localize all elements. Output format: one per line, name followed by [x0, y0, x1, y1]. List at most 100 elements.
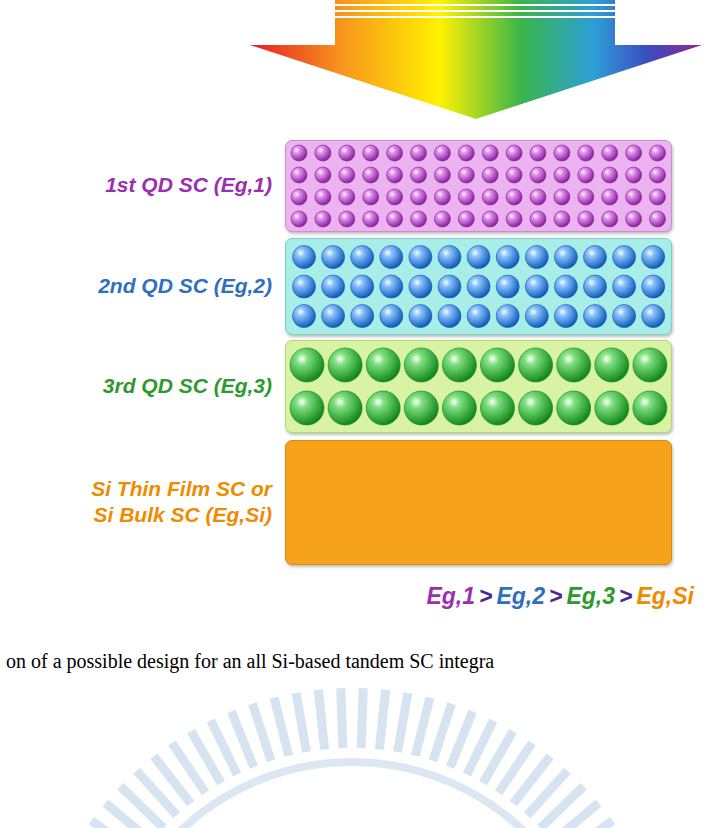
watermark-ray	[318, 690, 324, 750]
quantum-dot	[458, 167, 474, 183]
rule-line	[436, 630, 704, 632]
quantum-dot	[467, 304, 490, 327]
quantum-dot	[554, 245, 577, 268]
quantum-dot	[379, 275, 402, 298]
quantum-dot	[525, 304, 548, 327]
layer-label: 3rd QD SC (Eg,3)	[103, 373, 272, 398]
quantum-dot	[467, 275, 490, 298]
arrow-stripe	[335, 10, 615, 12]
quantum-dot	[506, 167, 522, 183]
watermark-ray	[397, 693, 407, 752]
quantum-dot	[292, 275, 315, 298]
quantum-dot	[366, 348, 400, 382]
layer-box: 1st QD SC (Eg,1)	[285, 140, 672, 232]
quantum-dot	[553, 189, 569, 205]
quantum-dot	[625, 189, 641, 205]
quantum-dot	[649, 189, 665, 205]
quantum-dot	[641, 275, 664, 298]
quantum-dot	[583, 275, 606, 298]
formula-row: Eg,1>Eg,2>Eg,3>Eg,Si	[424, 583, 696, 610]
watermark	[79, 688, 625, 828]
quantum-dots	[285, 340, 672, 433]
layer-label: 1st QD SC (Eg,1)	[105, 172, 272, 197]
quantum-dot	[438, 275, 461, 298]
quantum-dot	[338, 167, 354, 183]
layer-label: Si Thin Film SC or Si Bulk SC (Eg,Si)	[22, 476, 272, 526]
quantum-dot	[362, 189, 378, 205]
watermark-ray	[433, 704, 452, 761]
quantum-dot	[506, 211, 522, 227]
quantum-dot	[482, 189, 498, 205]
quantum-dot	[556, 348, 590, 382]
quantum-dot	[404, 348, 438, 382]
layer-label: 2nd QD SC (Eg,2)	[98, 273, 272, 298]
quantum-dot	[530, 145, 546, 161]
quantum-dot	[434, 211, 450, 227]
bandgap-term: Eg,3	[566, 583, 615, 610]
quantum-dot	[594, 391, 628, 425]
watermark-ray	[415, 698, 430, 756]
quantum-dot	[612, 275, 635, 298]
quantum-dot	[554, 275, 577, 298]
quantum-dot	[577, 211, 593, 227]
quantum-dot	[525, 275, 548, 298]
quantum-dot	[625, 167, 641, 183]
quantum-dot	[442, 391, 476, 425]
quantum-dot	[553, 167, 569, 183]
quantum-dot	[321, 245, 344, 268]
quantum-dot	[438, 245, 461, 268]
quantum-dot	[625, 211, 641, 227]
quantum-dot	[434, 189, 450, 205]
bandgap-term: >	[479, 583, 492, 610]
quantum-dot	[496, 245, 519, 268]
caption-fragment: on of a possible design for an all Si-ba…	[6, 650, 494, 673]
quantum-dot	[553, 211, 569, 227]
quantum-dot	[583, 304, 606, 327]
quantum-dot	[553, 145, 569, 161]
quantum-dot	[641, 245, 664, 268]
quantum-dot	[314, 211, 330, 227]
quantum-dot	[530, 189, 546, 205]
arrow-stripe	[335, 16, 615, 18]
quantum-dot	[386, 211, 402, 227]
watermark-ray	[553, 803, 599, 828]
quantum-dot	[601, 211, 617, 227]
quantum-dot	[290, 391, 324, 425]
quantum-dot	[410, 145, 426, 161]
quantum-dot	[386, 167, 402, 183]
quantum-dot	[291, 167, 307, 183]
watermark-ray	[296, 693, 306, 752]
quantum-dot	[480, 348, 514, 382]
quantum-dot	[410, 167, 426, 183]
quantum-dot	[625, 145, 641, 161]
watermark-ray	[274, 698, 289, 756]
quantum-dot	[379, 304, 402, 327]
bandgap-term: Eg,1	[426, 583, 475, 610]
quantum-dot	[328, 348, 362, 382]
quantum-dot	[408, 304, 431, 327]
quantum-dot	[362, 167, 378, 183]
quantum-dot	[601, 189, 617, 205]
quantum-dot	[379, 245, 402, 268]
quantum-dot	[467, 245, 490, 268]
quantum-dot	[291, 211, 307, 227]
quantum-dot	[482, 167, 498, 183]
quantum-dot	[434, 167, 450, 183]
quantum-dot	[601, 145, 617, 161]
quantum-dot	[386, 189, 402, 205]
quantum-dot	[442, 348, 476, 382]
quantum-dot	[292, 304, 315, 327]
quantum-dot	[434, 145, 450, 161]
quantum-dot	[321, 304, 344, 327]
quantum-dot	[612, 245, 635, 268]
watermark-ray	[564, 821, 613, 828]
quantum-dot	[350, 304, 373, 327]
quantum-dot	[482, 145, 498, 161]
quantum-dot	[641, 304, 664, 327]
quantum-dot	[410, 189, 426, 205]
quantum-dot	[583, 245, 606, 268]
quantum-dot	[594, 348, 628, 382]
quantum-dot	[291, 189, 307, 205]
quantum-dot	[314, 145, 330, 161]
quantum-dot	[350, 275, 373, 298]
